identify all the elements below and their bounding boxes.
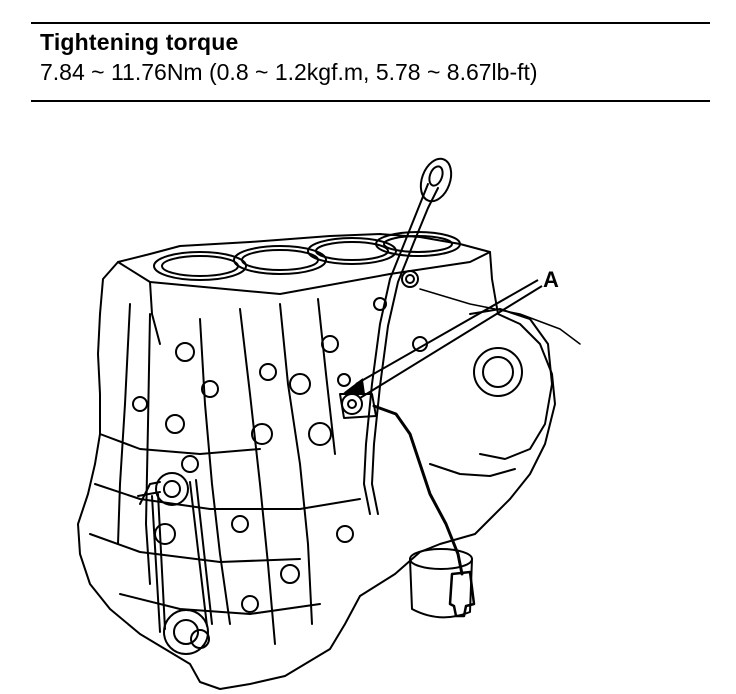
engine-block-illustration <box>0 104 736 694</box>
oil-filter <box>409 558 473 619</box>
spec-value: 7.84 ~ 11.76Nm (0.8 ~ 1.2kgf.m, 5.78 ~ 8… <box>40 59 538 85</box>
timing-belt <box>157 493 166 630</box>
sensor-wire <box>372 404 464 576</box>
callout-leader-1 <box>355 279 539 385</box>
dipstick-tube <box>363 183 429 515</box>
rear-flange <box>469 308 553 460</box>
sensor-connector <box>448 570 476 618</box>
crank-pulley <box>155 472 189 506</box>
crank-boss <box>473 347 523 397</box>
block-outline <box>77 233 556 690</box>
dipstick-handle <box>419 157 453 203</box>
bottom-rule <box>31 100 710 102</box>
torque-spec: Tightening torque 7.84 ~ 11.76Nm (0.8 ~ … <box>40 28 710 88</box>
knock-sensor <box>341 393 363 415</box>
callout-label-a: A <box>543 267 559 292</box>
lower-pulley <box>163 609 209 655</box>
top-rule <box>31 22 710 24</box>
engine-block-drawing <box>77 157 581 690</box>
callout-arrowhead <box>343 378 366 396</box>
callout-leader-2 <box>359 285 543 399</box>
spec-title: Tightening torque <box>40 29 239 55</box>
cylinder-bore-2 <box>233 245 327 275</box>
cylinder-bore-1 <box>153 251 247 281</box>
block-deck <box>117 251 491 295</box>
